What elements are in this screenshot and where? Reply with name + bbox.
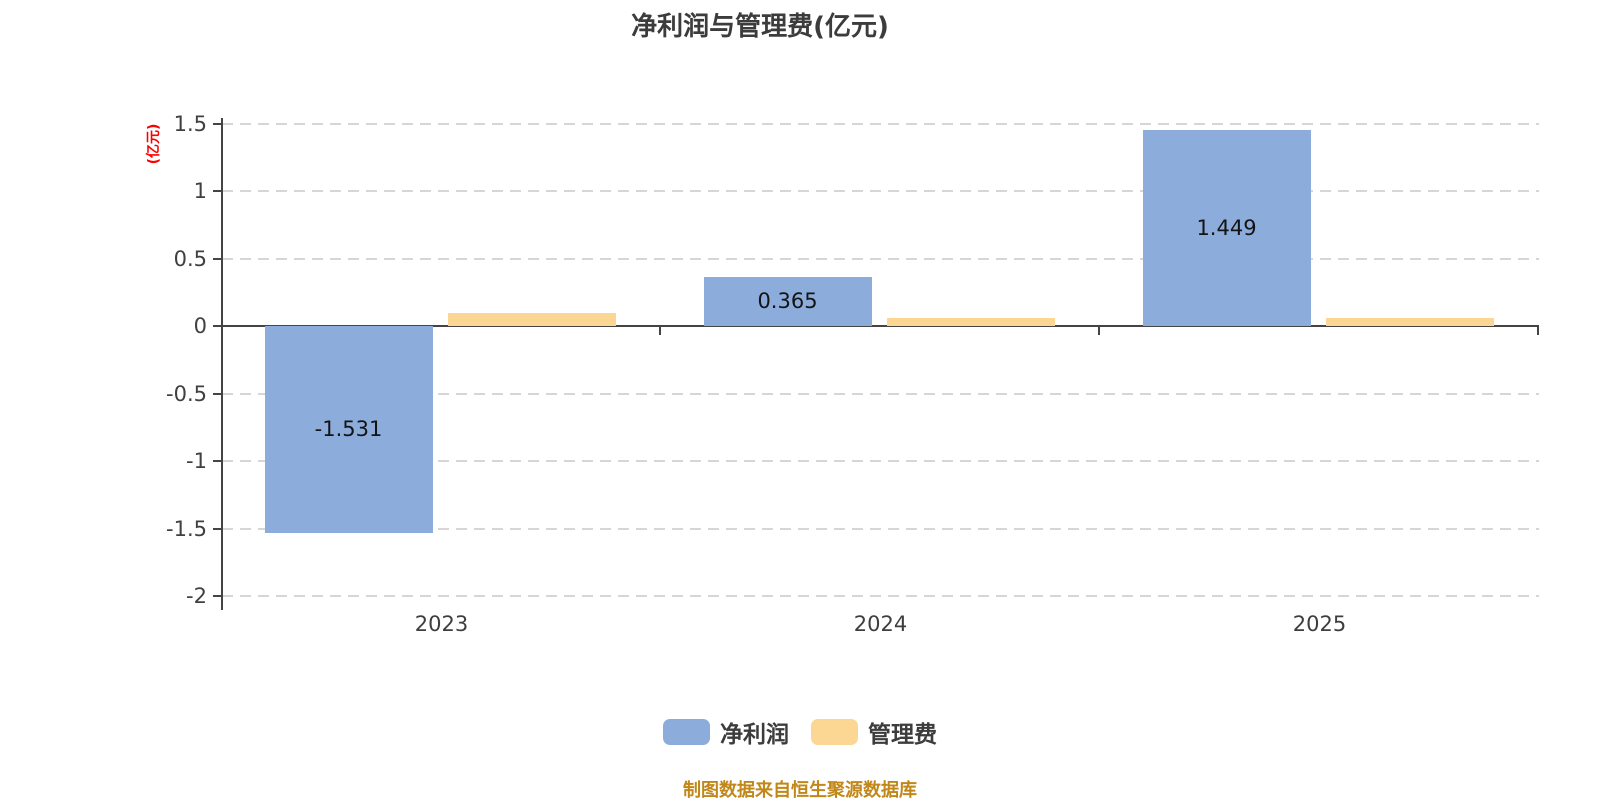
- y-tick-mark: [213, 122, 222, 125]
- y-tick-mark: [213, 460, 222, 462]
- chart-title: 净利润与管理费(亿元): [631, 12, 889, 42]
- legend-swatch-management-fee: [811, 719, 858, 745]
- gridline--1: [222, 460, 1539, 462]
- legend-label-management-fee: 管理费: [868, 722, 937, 748]
- y-tick-label: -1: [186, 449, 207, 473]
- legend: 净利润 管理费: [0, 716, 1600, 748]
- legend-swatch-net-profit: [663, 719, 710, 745]
- bar-net-profit-2025: 1.449: [1142, 130, 1311, 326]
- source-note: 制图数据来自恒生聚源数据库: [683, 780, 917, 800]
- y-tick-mark: [213, 190, 222, 192]
- bar-management-fee-2023: [447, 312, 616, 326]
- y-tick-mark: [213, 392, 222, 395]
- legend-item-management-fee: 管理费: [811, 715, 937, 749]
- y-tick-mark: [213, 257, 222, 260]
- y-tick-mark: [213, 595, 222, 597]
- bar-net-profit-2024: 0.365: [703, 276, 872, 326]
- x-axis-tick: [1098, 326, 1100, 335]
- y-tick-label: 0: [193, 314, 207, 338]
- y-axis-line: [221, 118, 223, 610]
- x-axis-zero-line: [222, 325, 1539, 327]
- y-tick-label: 1.5: [173, 111, 207, 136]
- x-axis-tick: [1537, 326, 1539, 335]
- bar-net-profit-2023: -1.531: [264, 326, 433, 533]
- y-tick-mark: [213, 325, 222, 327]
- y-tick-label: -1.5: [166, 516, 207, 541]
- x-tick-label-2023: 2023: [414, 612, 469, 636]
- x-tick-label-2025: 2025: [1292, 612, 1347, 636]
- gridline--2: [222, 595, 1539, 597]
- y-tick-label: -0.5: [166, 381, 207, 406]
- bar-management-fee-2025: [1325, 317, 1494, 326]
- bar-value-label-net-profit-2024: 0.365: [757, 289, 818, 314]
- gridline-0.5: [222, 257, 1539, 260]
- bar-management-fee-2024: [886, 317, 1055, 326]
- bar-value-label-net-profit-2023: -1.531: [314, 417, 383, 442]
- gridline-1: [222, 190, 1539, 192]
- legend-item-net-profit: 净利润: [663, 715, 789, 749]
- x-tick-label-2024: 2024: [853, 612, 908, 636]
- y-tick-mark: [213, 527, 222, 530]
- y-tick-label: 0.5: [173, 246, 207, 271]
- gridline--1.5: [222, 527, 1539, 530]
- bar-value-label-net-profit-2025: 1.449: [1196, 216, 1257, 241]
- legend-label-net-profit: 净利润: [720, 722, 789, 748]
- y-tick-label: 1: [193, 179, 207, 203]
- y-tick-label: -2: [186, 584, 207, 608]
- gridline--0.5: [222, 392, 1539, 395]
- gridline-1.5: [222, 122, 1539, 125]
- x-axis-tick: [659, 326, 661, 335]
